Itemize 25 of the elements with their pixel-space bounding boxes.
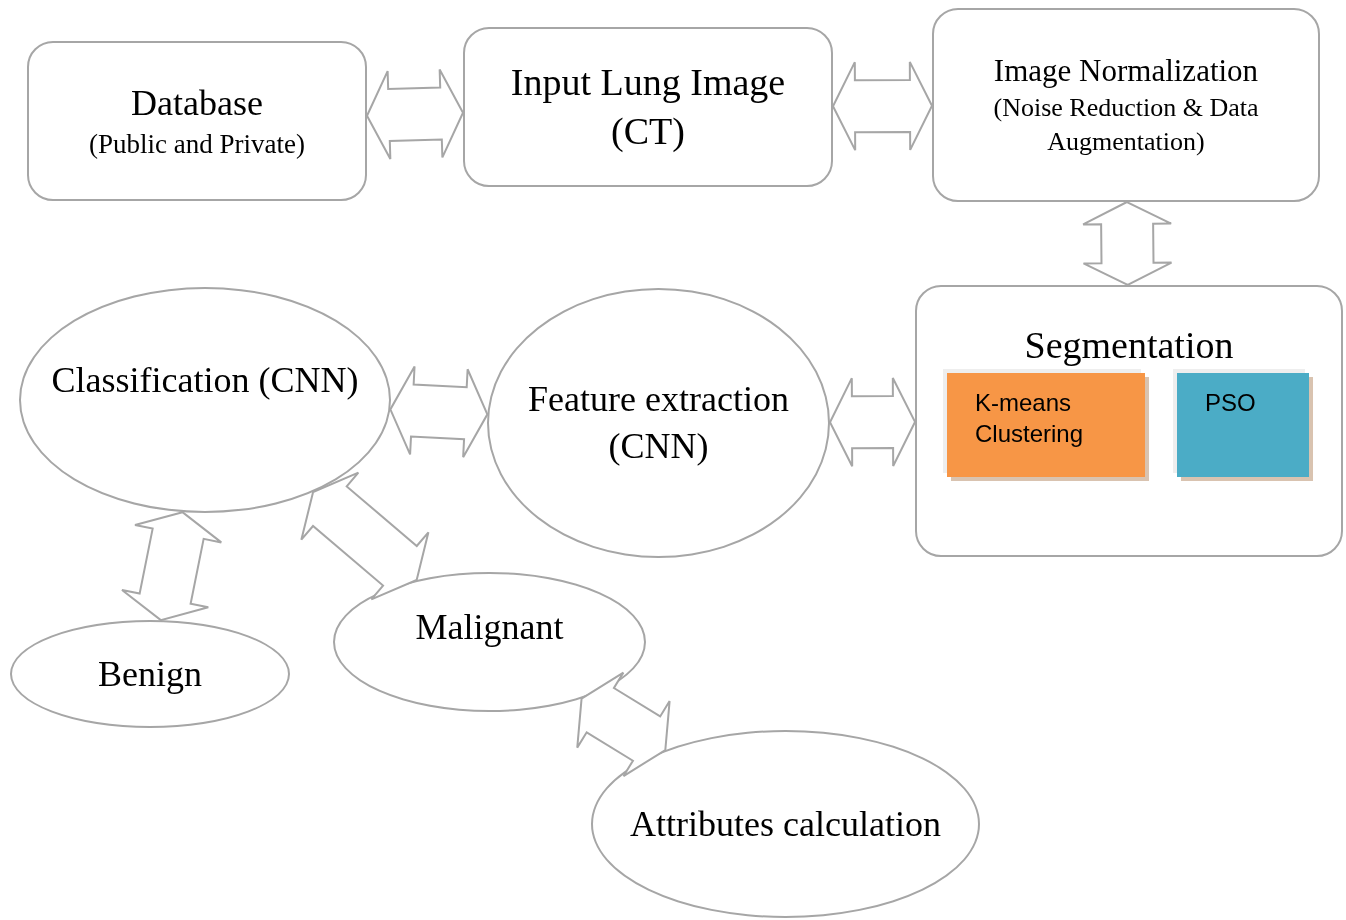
double-block-arrow bbox=[576, 671, 671, 778]
process-box bbox=[463, 27, 833, 187]
process-box bbox=[932, 8, 1320, 202]
node-title: Database bbox=[130, 82, 264, 126]
node-title: Feature extraction (CNN) bbox=[527, 378, 790, 468]
node-title: Segmentation bbox=[1023, 323, 1235, 368]
double-block-arrow bbox=[389, 365, 489, 459]
node-title: Image Normalization bbox=[992, 52, 1260, 91]
node-subtitle: (Public and Private) bbox=[88, 127, 306, 161]
double-block-arrow bbox=[1082, 200, 1173, 287]
group-panel bbox=[915, 285, 1343, 557]
process-box bbox=[27, 41, 367, 201]
node-title: PSO bbox=[1204, 388, 1257, 418]
double-block-arrow bbox=[831, 60, 934, 152]
double-block-arrow bbox=[300, 471, 430, 601]
node-title: Malignant bbox=[414, 605, 565, 649]
node-title: Input Lung Image (CT) bbox=[509, 59, 787, 154]
double-block-arrow bbox=[365, 68, 465, 160]
node-title: Attributes calculation bbox=[629, 802, 942, 846]
double-block-arrow bbox=[121, 511, 223, 622]
node-title: Benign bbox=[97, 652, 203, 696]
double-block-arrow bbox=[828, 377, 917, 468]
node-title: Classification (CNN) bbox=[50, 358, 360, 402]
node-title: K-means Clustering bbox=[974, 388, 1085, 450]
node-subtitle: (Noise Reduction & Data Augmentation) bbox=[992, 92, 1260, 159]
